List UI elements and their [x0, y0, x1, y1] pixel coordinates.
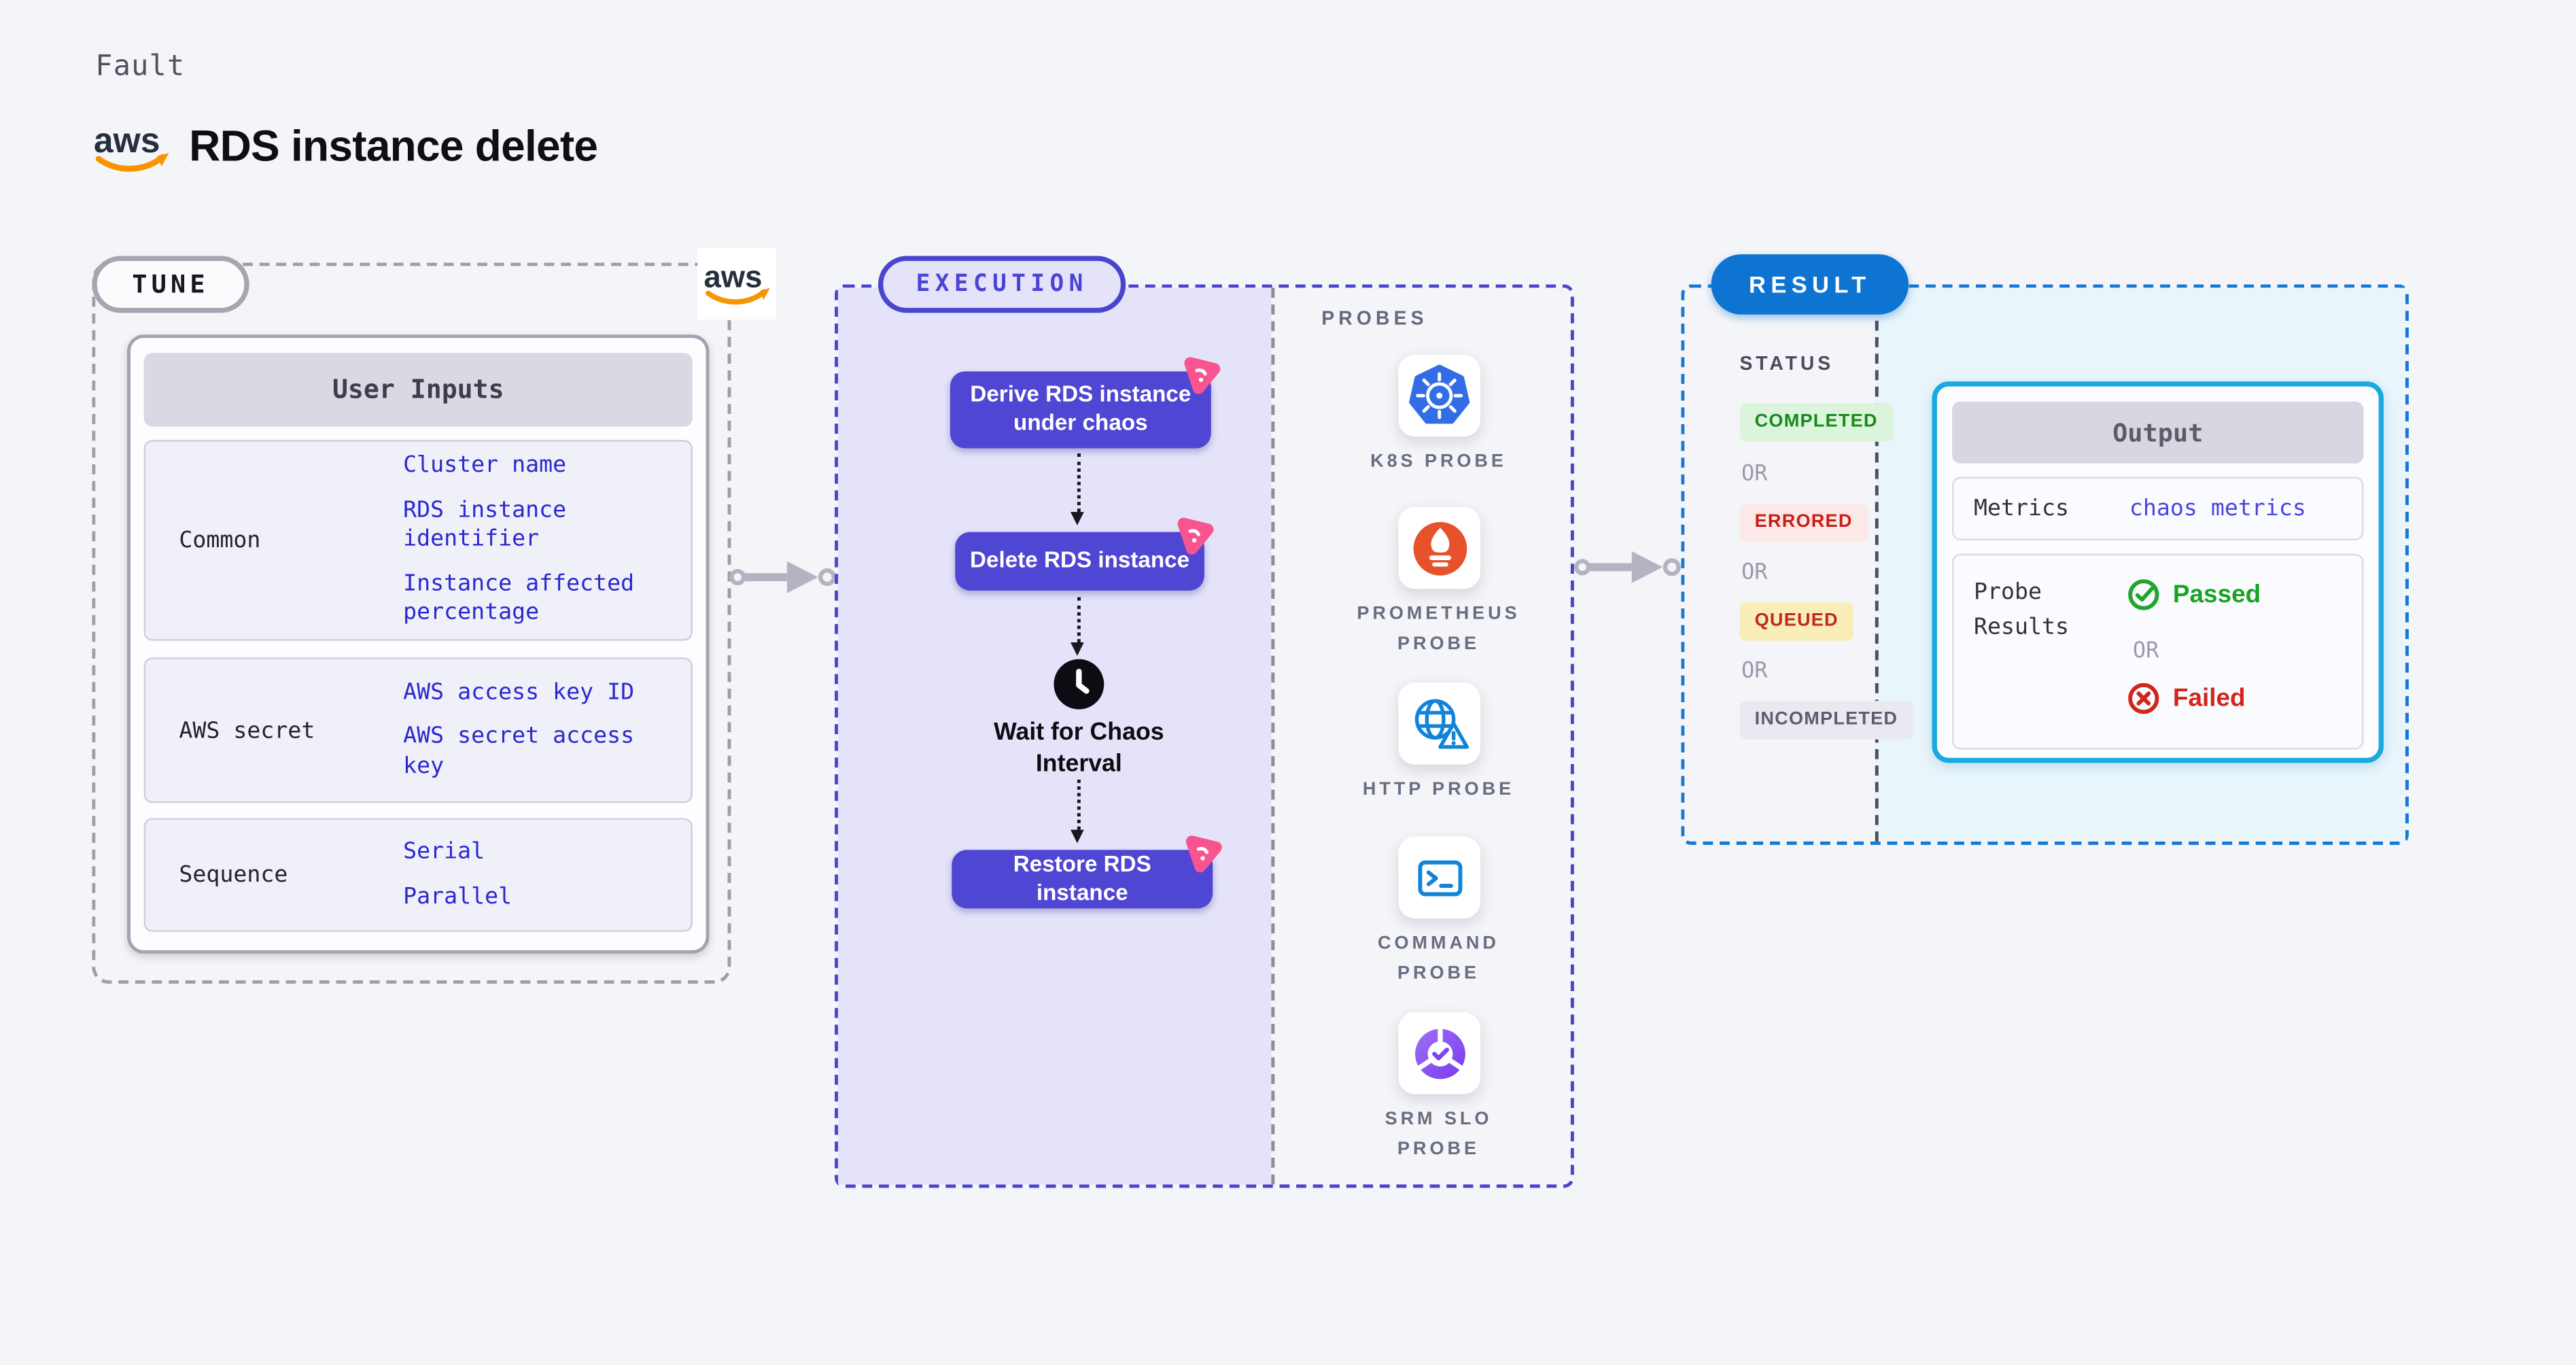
- status-badge-errored: ERRORED: [1739, 503, 1868, 542]
- result-pill: RESULT: [1711, 254, 1909, 315]
- check-circle-icon: [2128, 579, 2159, 610]
- execution-probes-divider: [1271, 288, 1275, 1185]
- probe-result-passed: Passed: [2127, 579, 2261, 611]
- flow-connector-arrow: [1071, 779, 1085, 844]
- svg-text:aws: aws: [703, 258, 761, 293]
- probe-label: HTTP PROBE: [1362, 779, 1515, 800]
- step-delete-rds-instance: Delete RDS instance: [955, 532, 1204, 591]
- probe-result-failed: Failed: [2127, 682, 2246, 714]
- input-row-label: Common: [179, 527, 261, 554]
- aws-logo-text: aws: [94, 120, 160, 160]
- terminal-icon: [1398, 836, 1481, 919]
- input-row-values: AWS access key ID AWS secret access key: [403, 659, 678, 801]
- output-title: Output: [1952, 401, 2364, 464]
- chaos-icon: [1184, 357, 1221, 394]
- probe-label: COMMAND PROBE: [1378, 933, 1499, 984]
- input-value: Instance affected percentage: [403, 570, 635, 627]
- page-title: RDS instance delete: [189, 120, 598, 171]
- slo-pie-check-icon: [1398, 1012, 1481, 1094]
- tune-to-execution-arrow-icon: [729, 561, 837, 593]
- step-restore-rds-instance: Restore RDS instance: [952, 850, 1213, 909]
- tune-pill: TUNE: [92, 256, 249, 313]
- input-value: AWS secret access key: [403, 723, 635, 780]
- or-separator: OR: [1741, 560, 1768, 586]
- probe-label: SRM SLO PROBE: [1385, 1109, 1493, 1159]
- metrics-value: chaos metrics: [2129, 495, 2306, 522]
- output-card: Output Metrics chaos metrics Probe Resul…: [1932, 381, 2384, 763]
- probe-label: PROMETHEUS PROBE: [1357, 604, 1520, 654]
- probe-label: K8S PROBE: [1370, 451, 1507, 472]
- status-heading: STATUS: [1739, 354, 1834, 375]
- metrics-row: Metrics chaos metrics: [1952, 477, 2364, 540]
- or-separator: OR: [2132, 639, 2159, 665]
- probe-results-label: Probe Results: [1974, 578, 2070, 641]
- or-separator: OR: [1741, 462, 1768, 487]
- input-row-label: AWS secret: [179, 716, 315, 744]
- input-value: AWS access key ID: [403, 678, 635, 706]
- user-inputs-title: User Inputs: [143, 353, 693, 427]
- status-badge-completed: COMPLETED: [1739, 403, 1893, 442]
- status-badge-queued: QUEUED: [1739, 602, 1853, 641]
- input-value: Cluster name: [403, 451, 567, 479]
- tune-section: [92, 262, 731, 984]
- input-row-aws-secret: AWS secret AWS access key ID AWS secret …: [143, 657, 693, 804]
- probes-heading: PROBES: [1321, 309, 1428, 330]
- or-separator: OR: [1741, 659, 1768, 685]
- probe-results-row: Probe Results Passed OR Failed: [1952, 553, 2364, 750]
- input-value: Parallel: [403, 882, 512, 910]
- input-row-values: Cluster name RDS instance identifier Ins…: [403, 442, 678, 639]
- status-badge-incompleted: INCOMPLETED: [1739, 701, 1913, 740]
- input-row-sequence: Sequence Serial Parallel: [143, 818, 693, 932]
- step-derive-rds-instance: Derive RDS instance under chaos: [950, 371, 1211, 449]
- clock-icon: [1052, 657, 1106, 711]
- failed-label: Failed: [2172, 684, 2246, 713]
- step-wait-for-chaos-interval: Wait for Chaos Interval: [994, 719, 1164, 778]
- http-globe-warning-icon: [1398, 682, 1481, 765]
- flow-connector-arrow: [1071, 453, 1085, 525]
- input-row-values: Serial Parallel: [403, 820, 678, 930]
- passed-label: Passed: [2172, 580, 2261, 609]
- input-row-common: Common Cluster name RDS instance identif…: [143, 440, 693, 641]
- input-value: RDS instance identifier: [403, 496, 567, 553]
- user-inputs-card: User Inputs Common Cluster name RDS inst…: [127, 334, 710, 954]
- prometheus-icon: [1398, 506, 1481, 589]
- tune-aws-logo-icon: aws: [697, 247, 776, 320]
- status-output-divider: [1875, 288, 1879, 842]
- aws-logo-icon: aws: [90, 120, 174, 177]
- x-circle-icon: [2128, 682, 2159, 714]
- chaos-icon: [1185, 835, 1222, 873]
- fault-kicker: Fault: [95, 50, 186, 84]
- flow-connector-arrow: [1071, 597, 1085, 656]
- input-value: Serial: [403, 837, 485, 865]
- chaos-icon: [1177, 517, 1214, 555]
- probes-to-result-arrow-icon: [1574, 551, 1681, 583]
- kubernetes-icon: [1398, 354, 1481, 437]
- metrics-label: Metrics: [1974, 495, 2070, 522]
- input-row-label: Sequence: [179, 861, 288, 888]
- execution-pill: EXECUTION: [878, 256, 1126, 313]
